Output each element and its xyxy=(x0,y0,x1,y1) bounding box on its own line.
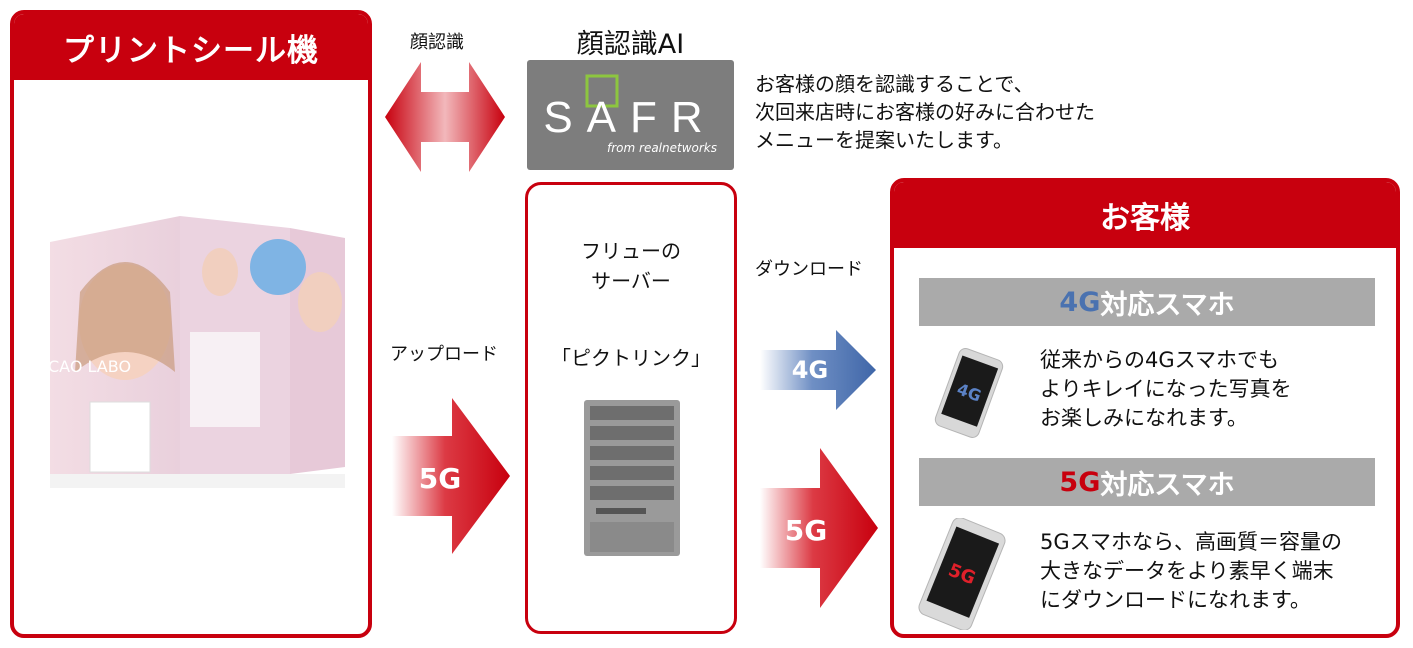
safr-logo-subtext: from realnetworks xyxy=(607,141,717,155)
download-5g-arrow: 5G xyxy=(760,448,878,608)
server-title: フリューの サーバー xyxy=(581,239,681,293)
download-4g-text: 4G xyxy=(792,356,828,384)
server-icon xyxy=(584,400,680,556)
5g-description: 5Gスマホなら、高画質＝容量の 大きなデータをより素早く端末 にダウンロードにな… xyxy=(1040,530,1343,612)
face-ai-title: 顔認識AI xyxy=(576,29,685,60)
upload-label: アップロード xyxy=(390,344,498,365)
double-arrow-icon xyxy=(385,62,505,172)
print-booth-image: CAO LABO xyxy=(48,216,345,488)
safr-logo: SAFR from realnetworks xyxy=(527,60,734,170)
5g-phone-icon: 5G xyxy=(918,518,1006,630)
face-recognition-description: お客様の顔を認識することで、 次回来店時にお客様の好みに合わせた メニューを提案… xyxy=(755,72,1095,152)
download-label: ダウンロード xyxy=(755,259,863,280)
download-4g-arrow: 4G xyxy=(760,330,876,410)
4g-phone-icon: 4G xyxy=(934,348,1004,438)
server-service-name: 「ピクトリンク」 xyxy=(551,346,711,370)
print-sticker-machine-title: プリントシール機 xyxy=(14,14,368,80)
booth-brand-text: CAO LABO xyxy=(48,357,131,376)
face-recognition-label: 顔認識 xyxy=(410,32,464,53)
safr-logo-text: SAFR xyxy=(543,93,716,142)
upload-arrow-text: 5G xyxy=(419,462,461,495)
4g-description: 従来からの4Gスマホでも よりキレイになった写真を お楽しみになれます。 xyxy=(1040,348,1292,430)
download-5g-text: 5G xyxy=(785,514,827,547)
upload-5g-arrow: 5G xyxy=(392,398,510,554)
customer-title: お客様 xyxy=(894,182,1396,248)
